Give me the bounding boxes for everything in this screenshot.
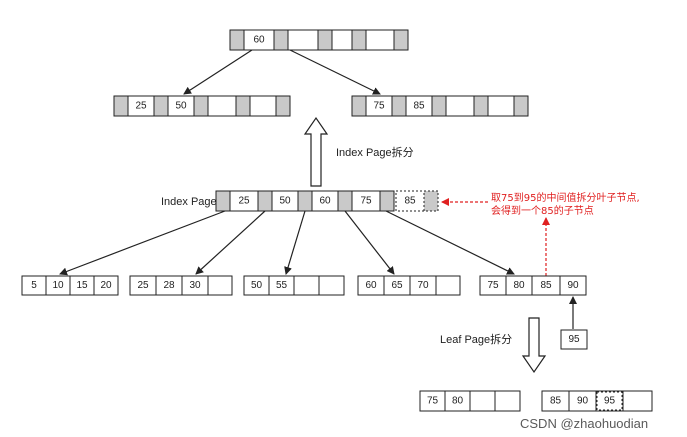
split-right-key-1: 85 (550, 396, 562, 407)
index-split-up-arrow (303, 116, 329, 187)
annotation-line-1: 取75到95的中间值拆分叶子节点, (491, 191, 640, 204)
root-to-right-arrow (289, 49, 381, 95)
root-key-1: 60 (253, 35, 265, 46)
leaf-node-3: 50 55 (243, 275, 345, 296)
split-left-key-2: 80 (452, 396, 464, 407)
leaf-1-key-2: 10 (52, 280, 64, 291)
leaf-5-key-4: 90 (567, 280, 579, 291)
index-new-key: 85 (404, 196, 416, 207)
new-key-value: 95 (568, 334, 580, 345)
leaf-1-key-1: 5 (31, 280, 37, 291)
level2-left-node: 25 50 (113, 95, 291, 117)
leaf-5-key-2: 80 (513, 280, 525, 291)
index-page-label: Index Page (161, 196, 217, 208)
index-to-leaf-5-arrow (385, 210, 515, 275)
level2-right-key-2: 85 (413, 101, 425, 112)
index-key-3: 60 (319, 196, 331, 207)
split-right-key-2: 90 (577, 396, 589, 407)
leaf-2-key-2: 28 (163, 280, 175, 291)
new-key-node: 95 (560, 329, 588, 350)
leaf-4-key-1: 60 (365, 280, 377, 291)
root-node: 60 (229, 29, 409, 51)
level2-right-node: 75 85 (351, 95, 529, 117)
leaf-4-key-2: 65 (391, 280, 403, 291)
leaf-node-4: 60 65 70 (357, 275, 461, 296)
leaf-node-1: 5 10 15 20 (21, 275, 119, 296)
leaf-5-key-1: 75 (487, 280, 499, 291)
leaf-node-5: 75 80 85 90 (479, 275, 587, 296)
index-new-key-cell: 85 (395, 190, 439, 212)
leaf-5-key-3: 85 (540, 280, 552, 291)
leaf-3-key-1: 50 (251, 280, 263, 291)
annotation-line-2: 会得到一个85的子节点 (491, 204, 594, 217)
split-left-key-1: 75 (427, 396, 439, 407)
index-to-leaf-4-arrow (344, 210, 395, 275)
leaf-split-label: Leaf Page拆分 (440, 332, 512, 346)
watermark: CSDN @zhaohuodian (520, 416, 648, 431)
level2-left-key-1: 25 (135, 101, 147, 112)
index-key-1: 25 (238, 196, 250, 207)
leaf-split-down-arrow (521, 317, 547, 374)
split-left-node: 75 80 (419, 390, 521, 412)
leaf-node-2: 25 28 30 (129, 275, 233, 296)
leaf-3-key-2: 55 (276, 280, 288, 291)
root-to-left-arrow (183, 49, 253, 95)
leaf-1-key-4: 20 (100, 280, 112, 291)
index-key-4: 75 (360, 196, 372, 207)
index-to-leaf-2-arrow (195, 210, 266, 275)
leaf-4-key-3: 70 (417, 280, 429, 291)
leaf-2-key-1: 25 (137, 280, 149, 291)
index-to-leaf-3-arrow (284, 210, 306, 275)
index-page-node: 25 50 60 75 (215, 190, 395, 212)
leaf-1-key-3: 15 (76, 280, 88, 291)
index-key-2: 50 (279, 196, 291, 207)
split-right-node: 85 90 95 (541, 390, 653, 412)
index-to-leaf-1-arrow (59, 210, 226, 276)
leaf-2-key-3: 30 (189, 280, 201, 291)
level2-right-key-1: 75 (373, 101, 385, 112)
level2-left-key-2: 50 (175, 101, 187, 112)
index-split-label: Index Page拆分 (336, 145, 414, 159)
split-right-key-3: 95 (604, 396, 616, 407)
